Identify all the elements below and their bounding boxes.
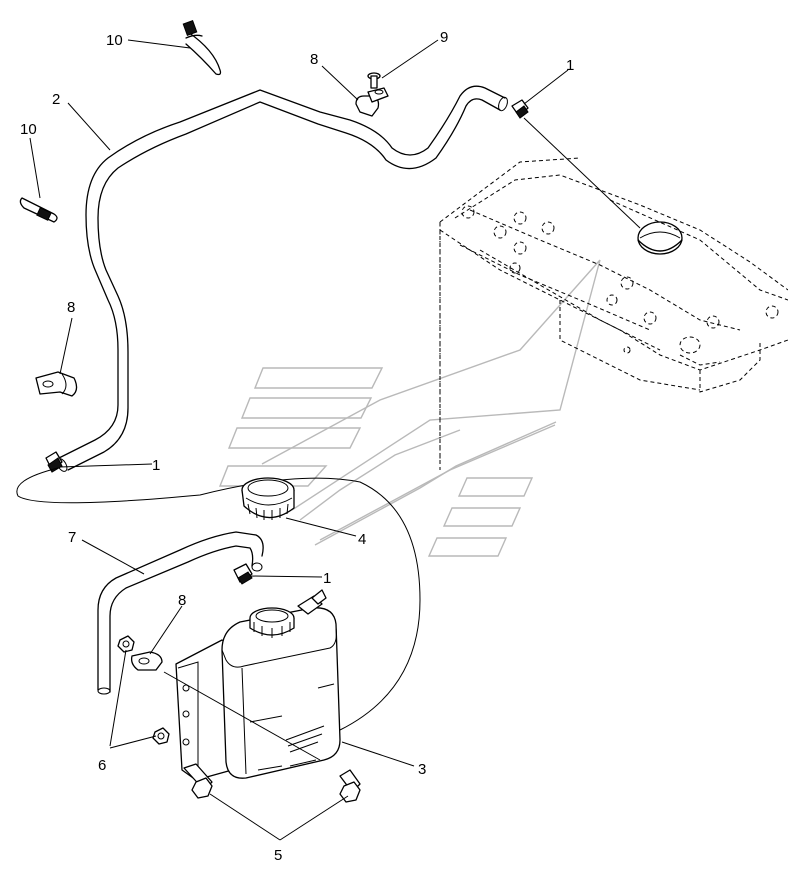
lower-hose (97, 531, 264, 695)
bracket-8-top (355, 87, 389, 117)
callout-9: 9 (440, 29, 448, 46)
hose-clamp-lower (233, 563, 253, 585)
strap-clamp-10-left (19, 197, 58, 223)
bracket-8-left (35, 371, 78, 397)
callout-labels: 10 10 2 8 9 1 8 1 4 7 1 8 6 3 5 (20, 29, 574, 864)
leader-clamp-to-cap (16, 467, 421, 731)
bolt-5-left (183, 763, 213, 799)
callout-10-top: 10 (106, 32, 123, 49)
filler-cap-4 (241, 477, 295, 520)
callout-8-left: 8 (67, 299, 75, 316)
callout-1-left: 1 (152, 457, 160, 474)
callout-1-top-right: 1 (566, 57, 574, 74)
callout-3: 3 (418, 761, 426, 778)
nut-6-lower (152, 727, 170, 745)
bolt-5-right (339, 769, 361, 803)
callout-8-top: 8 (310, 51, 318, 68)
callout-10-left: 10 (20, 121, 37, 138)
nut-6-upper (117, 635, 135, 653)
upper-hose (54, 85, 508, 472)
watermark-logo (218, 259, 601, 557)
strap-clamp-10-top (182, 20, 222, 76)
callout-8-lower: 8 (178, 592, 186, 609)
callout-6: 6 (98, 757, 106, 774)
hose-clamp-upper-left (45, 451, 63, 473)
callout-5: 5 (274, 847, 282, 864)
callout-7: 7 (68, 529, 76, 546)
bracket-8-lower (130, 651, 163, 671)
callout-2: 2 (52, 91, 60, 108)
washer-reservoir-3 (175, 589, 341, 781)
callout-1-lower: 1 (323, 570, 331, 587)
bolt-9 (367, 72, 381, 89)
engine-block-outline (439, 157, 788, 470)
leader-lines (29, 39, 641, 841)
callout-4: 4 (358, 531, 366, 548)
